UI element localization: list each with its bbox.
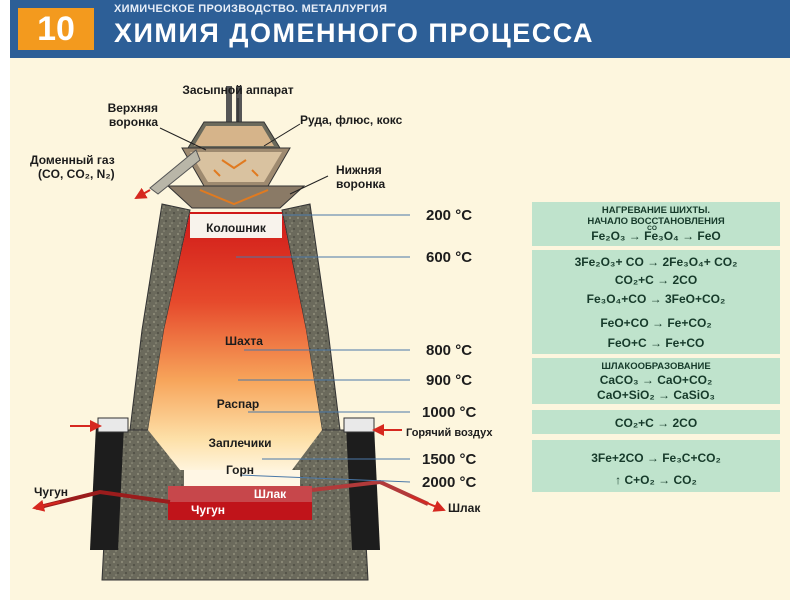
shakhta-label: Шахта	[225, 334, 263, 348]
charge-label: Руда, флюс, кокс	[300, 113, 403, 127]
temperature-label: 800 °C	[426, 342, 472, 359]
reaction-over-arrow-label: CO	[647, 225, 657, 232]
reaction-equation: 3Fe₂O₃+ CO → 2Fe₃O₄+ CO₂	[575, 255, 738, 269]
reaction-heading: ШЛАКООБРАЗОВАНИЕ	[601, 361, 710, 372]
slag-out-label: Шлак	[448, 501, 481, 515]
upper-funnel-label-line2: воронка	[109, 115, 158, 129]
reaction-box-carbide: 3Fe+2CO → Fe₃C+CO₂ ↑ C+O₂ → CO₂	[532, 440, 780, 492]
upper-funnel-label-line1: Верхняя	[108, 101, 158, 115]
blast-gas-arrow	[136, 190, 150, 198]
hot-air-label: Горячий воздух	[406, 427, 493, 439]
reaction-box-reduction: 3Fe₂O₃+ CO → 2Fe₃O₄+ CO₂ CO₂+C → 2CO Fe₃…	[532, 250, 780, 354]
slag-out-arrow	[410, 496, 444, 510]
reaction-equation: ↑ C+O₂ → CO₂	[615, 473, 697, 487]
temperature-label: 600 °C	[426, 249, 472, 266]
temperature-label: 1500 °C	[422, 451, 477, 468]
reaction-equation: Fe₃O₄+CO → 3FeO+CO₂	[587, 292, 726, 306]
gorn-label: Горн	[226, 463, 254, 477]
reaction-equation: FeO+CO → Fe+CO₂	[600, 316, 711, 330]
reaction-box-slag: ШЛАКООБРАЗОВАНИЕ CaCO₃ → CaO+CO₂ CaO+SiO…	[532, 358, 780, 404]
iron-zone-label: Чугун	[191, 503, 225, 517]
reaction-equation: CO₂+C → 2CO	[615, 416, 697, 430]
slag-pool	[168, 486, 312, 502]
reaction-equation: CaO+SiO₂ → CaSiO₃	[597, 388, 715, 402]
reaction-box-co: CO₂+C → 2CO	[532, 410, 780, 434]
kolosnik-label: Колошник	[206, 221, 267, 235]
reaction-equation: 3Fe+2CO → Fe₃C+CO₂	[591, 451, 721, 465]
reaction-heading: НАГРЕВАНИЕ ШИХТЫ.	[602, 205, 710, 216]
iron-pool	[168, 502, 312, 520]
iron-out-label: Чугун	[34, 485, 68, 499]
temperature-label: 200 °C	[426, 207, 472, 224]
charging-apparatus-label: Засыпной аппарат	[182, 83, 293, 97]
blast-gas-label-line1: Доменный газ	[30, 153, 115, 167]
lower-funnel-label-line2: воронка	[336, 177, 385, 191]
reaction-equation: CaCO₃ → CaO+CO₂	[600, 373, 713, 387]
temperature-label: 1000 °C	[422, 404, 477, 421]
lower-funnel-label-line1: Нижняя	[336, 163, 382, 177]
slag-zone-label: Шлак	[254, 487, 287, 501]
hot-air-column-right	[346, 425, 380, 550]
raspar-label: Распар	[217, 397, 259, 411]
reaction-equation: CO₂+C → 2CO	[615, 273, 697, 287]
blast-gas-label-line2: (CO, CO₂, N₂)	[38, 167, 115, 181]
temperature-label: 2000 °C	[422, 474, 477, 491]
reaction-equation: FeO+C → Fe+CO	[608, 336, 705, 350]
zaplechiki-label: Заплечики	[208, 436, 271, 450]
reaction-box-heating: НАГРЕВАНИЕ ШИХТЫ. НАЧАЛО ВОССТАНОВЛЕНИЯ …	[532, 202, 780, 246]
temperature-label: 900 °C	[426, 372, 472, 389]
lower-funnel	[168, 186, 304, 208]
upper-funnel	[182, 148, 290, 186]
